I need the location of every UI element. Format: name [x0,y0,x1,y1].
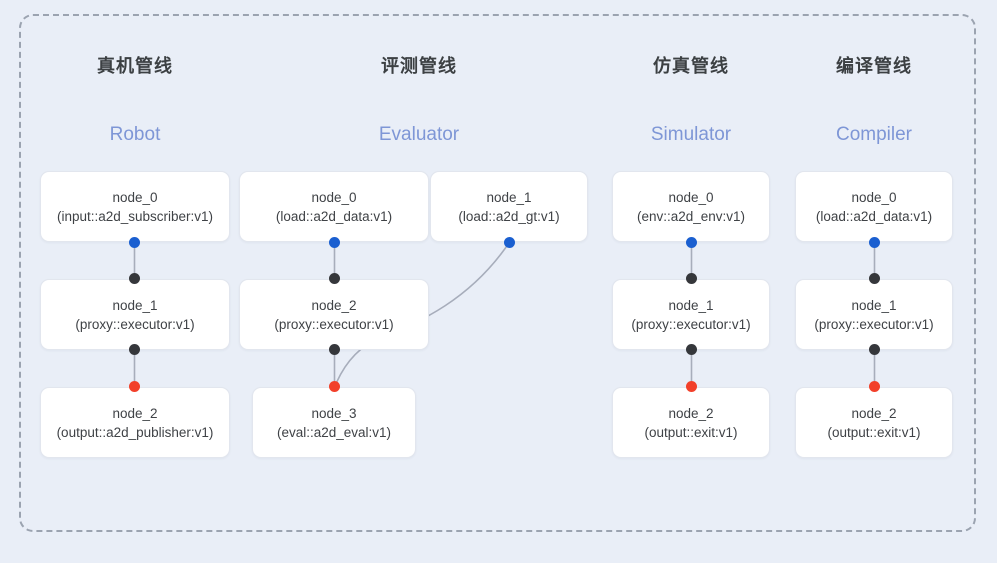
pipeline-column-robot: 真机管线 Robot [40,0,230,563]
column-title-cn-evaluator: 评测管线 [381,56,457,76]
port-input-evaluator-node-3[interactable] [329,381,340,392]
node-card-robot-node-1[interactable]: node_1 (proxy::executor:v1) [40,279,230,350]
port-input-simulator-node-1[interactable] [686,273,697,284]
port-input-robot-node-1[interactable] [129,273,140,284]
node-type: (proxy::executor:v1) [814,316,934,332]
node-card-evaluator-node-0[interactable]: node_0 (load::a2d_data:v1) [239,171,429,242]
node-card-simulator-node-0[interactable]: node_0 (env::a2d_env:v1) [612,171,770,242]
node-name: node_0 [311,189,357,205]
node-type: (input::a2d_subscriber:v1) [56,208,214,224]
node-type: (output::exit:v1) [827,424,921,440]
node-name: node_0 [668,189,714,205]
port-output-evaluator-node-0[interactable] [329,237,340,248]
node-card-robot-node-0[interactable]: node_0 (input::a2d_subscriber:v1) [40,171,230,242]
port-input-simulator-node-2[interactable] [686,381,697,392]
node-name: node_1 [851,297,897,313]
port-output-simulator-node-0[interactable] [686,237,697,248]
node-type: (load::a2d_data:v1) [275,208,393,224]
node-card-compiler-node-1[interactable]: node_1 (proxy::executor:v1) [795,279,953,350]
node-type: (output::a2d_publisher:v1) [56,424,214,440]
node-name: node_3 [311,405,357,421]
column-title-cn-simulator: 仿真管线 [653,56,729,76]
node-card-compiler-node-2[interactable]: node_2 (output::exit:v1) [795,387,953,458]
node-type: (proxy::executor:v1) [631,316,751,332]
port-output-robot-node-0[interactable] [129,237,140,248]
column-title-en-evaluator: Evaluator [378,124,460,145]
port-input-robot-node-2[interactable] [129,381,140,392]
node-name: node_2 [851,405,897,421]
node-type: (proxy::executor:v1) [75,316,195,332]
node-card-robot-node-2[interactable]: node_2 (output::a2d_publisher:v1) [40,387,230,458]
node-name: node_2 [668,405,714,421]
port-input-compiler-node-2[interactable] [869,381,880,392]
port-input-evaluator-node-2[interactable] [329,273,340,284]
node-type: (load::a2d_data:v1) [815,208,933,224]
node-name: node_0 [112,189,158,205]
node-card-evaluator-node-1[interactable]: node_1 (load::a2d_gt:v1) [430,171,588,242]
column-title-en-simulator: Simulator [650,124,732,145]
node-type: (eval::a2d_eval:v1) [276,424,392,440]
node-type: (output::exit:v1) [644,424,738,440]
port-input-compiler-node-1[interactable] [869,273,880,284]
node-name: node_1 [668,297,714,313]
port-output-compiler-node-0[interactable] [869,237,880,248]
port-output-simulator-node-1[interactable] [686,344,697,355]
node-name: node_2 [112,405,158,421]
column-title-cn-compiler: 编译管线 [836,56,912,76]
pipeline-column-evaluator: 评测管线 Evaluator [264,0,574,563]
node-card-simulator-node-1[interactable]: node_1 (proxy::executor:v1) [612,279,770,350]
node-name: node_1 [112,297,158,313]
node-type: (env::a2d_env:v1) [636,208,746,224]
node-type: (proxy::executor:v1) [274,316,394,332]
column-title-en-compiler: Compiler [835,124,913,145]
pipeline-column-compiler: 编译管线 Compiler [779,0,969,563]
column-title-cn-robot: 真机管线 [97,56,173,76]
node-card-simulator-node-2[interactable]: node_2 (output::exit:v1) [612,387,770,458]
node-type: (load::a2d_gt:v1) [458,208,560,224]
column-title-en-robot: Robot [109,124,161,145]
node-name: node_2 [311,297,357,313]
node-card-evaluator-node-3[interactable]: node_3 (eval::a2d_eval:v1) [252,387,416,458]
node-name: node_1 [486,189,532,205]
port-output-evaluator-node-2[interactable] [329,344,340,355]
node-name: node_0 [851,189,897,205]
pipeline-column-simulator: 仿真管线 Simulator [596,0,786,563]
node-card-compiler-node-0[interactable]: node_0 (load::a2d_data:v1) [795,171,953,242]
port-output-evaluator-node-1[interactable] [504,237,515,248]
port-output-robot-node-1[interactable] [129,344,140,355]
node-card-evaluator-node-2[interactable]: node_2 (proxy::executor:v1) [239,279,429,350]
port-output-compiler-node-1[interactable] [869,344,880,355]
